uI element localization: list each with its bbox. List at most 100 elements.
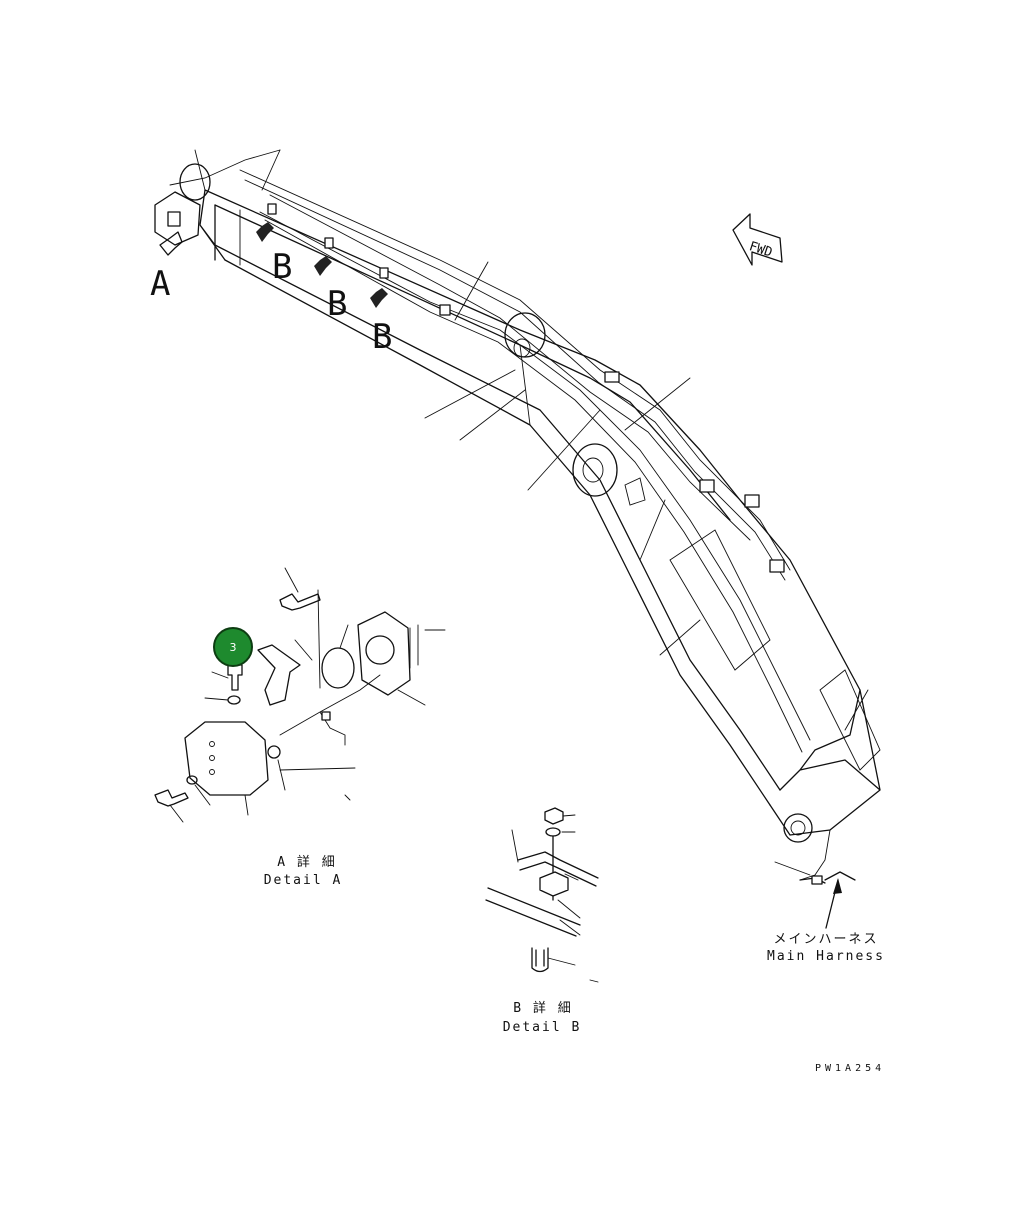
leader-line <box>397 689 426 706</box>
lamp-housing-lens <box>365 635 395 665</box>
view-label-a: A <box>150 264 170 304</box>
cover-hole <box>209 755 215 761</box>
decals <box>624 477 881 771</box>
boom-head-face <box>199 189 226 261</box>
decal-outline <box>819 669 881 771</box>
pipe-lower-2 <box>264 219 803 753</box>
clamp-pipe-lower <box>485 887 581 937</box>
callout-badge[interactable]: 3 <box>213 627 253 667</box>
boom-foot-pin <box>783 813 813 843</box>
leader-line <box>277 759 286 791</box>
arm-cylinder-boss-inner <box>513 338 531 358</box>
leader-line <box>659 619 701 656</box>
hydraulic-lines <box>169 149 831 881</box>
bolt-icon <box>227 664 243 691</box>
leader-line <box>169 804 184 823</box>
forward-direction-indicator: FWD <box>732 213 783 266</box>
lamp-mount-post <box>409 624 446 669</box>
main-harness-callout: メインハーネス Main Harness <box>767 871 885 964</box>
washer-icon <box>227 695 241 705</box>
harness-label-en: Main Harness <box>767 949 885 964</box>
leader-line <box>527 409 601 491</box>
pipe-clamp <box>604 371 620 383</box>
nut-icon <box>267 745 281 759</box>
harness-arrow-head-icon <box>833 878 842 894</box>
boom-foot-pin-bore <box>790 820 806 836</box>
view-arrow-b3 <box>370 288 388 308</box>
bolt-icon <box>154 789 189 807</box>
leader-line <box>317 589 321 689</box>
leader-line <box>344 794 351 801</box>
detail-b-title-en: Detail B <box>503 1020 582 1035</box>
decal-outline <box>669 529 771 671</box>
leader-line <box>284 567 299 593</box>
washer-icon <box>545 827 561 837</box>
lamp-socket <box>321 647 355 689</box>
wire-connector <box>321 711 331 721</box>
view-arrow-b2 <box>314 256 332 276</box>
clamp-block <box>539 871 569 897</box>
callout-number[interactable]: 3 <box>230 641 237 654</box>
leader-line <box>624 377 691 431</box>
view-indicators: A B B B <box>150 222 392 357</box>
u-bolt-icon <box>531 947 549 973</box>
leader-line <box>547 957 576 966</box>
leader-line <box>261 149 281 191</box>
fwd-label: FWD <box>747 239 774 261</box>
boom-assembly <box>154 163 881 843</box>
leader-line <box>774 861 811 876</box>
harness-label-jp: メインハーネス <box>773 932 878 947</box>
harness-plug <box>811 875 823 885</box>
leader-line <box>557 899 581 919</box>
boom-bottom-edge <box>214 244 781 791</box>
leader-line <box>424 369 516 419</box>
pipe-clamp <box>379 267 389 279</box>
lamp-housing <box>357 611 411 696</box>
view-label-b: B <box>327 284 347 324</box>
boom-cylinder-boss <box>572 443 618 497</box>
detail-a-view: 3 A 詳 細 Detail A <box>154 567 446 888</box>
leader-line <box>339 624 349 649</box>
drawing-code: PW1A254 <box>815 1063 885 1074</box>
view-arrow-a <box>159 231 183 256</box>
leader-line <box>562 814 576 817</box>
callout-badge-circle[interactable] <box>213 627 253 667</box>
pipe-upper-1 <box>239 169 791 571</box>
view-arrow-b3-icon <box>370 288 388 308</box>
boom-bottom-inner-edge <box>224 259 771 806</box>
leader-line <box>559 919 581 936</box>
boom-head-boss <box>179 163 211 201</box>
lamp-cover <box>184 721 269 796</box>
view-arrow-b2-icon <box>314 256 332 276</box>
view-arrow-a-icon <box>159 231 183 256</box>
leader-line <box>844 689 869 731</box>
cover-hole <box>209 741 215 747</box>
pipe-clamp <box>699 479 715 493</box>
detail-a-title-jp: A 詳 細 <box>277 854 336 870</box>
lamp-wire <box>169 149 281 186</box>
pipe-clamp <box>439 304 451 316</box>
harness-tail <box>799 829 831 881</box>
leader-line <box>194 784 211 806</box>
lamp-bracket <box>257 644 301 706</box>
view-label-b: B <box>272 247 292 287</box>
fwd-arrow-icon <box>732 213 783 266</box>
work-lamp-body <box>154 191 201 246</box>
pipe-clamp <box>744 494 760 508</box>
detail-b-view: B 詳 細 Detail B <box>485 807 599 1035</box>
detail-b-title-jp: B 詳 細 <box>513 1000 572 1016</box>
boom-top-edge <box>204 189 861 691</box>
view-label-b: B <box>372 317 392 357</box>
pipe-upper-3 <box>269 194 751 541</box>
leader-line <box>454 261 489 321</box>
leader-line <box>204 697 229 701</box>
view-arrow-b1 <box>256 222 274 242</box>
leader-lines <box>194 149 869 876</box>
pipe-lower-1 <box>259 211 811 741</box>
boom-cylinder-boss-inner <box>582 457 604 483</box>
leader-line <box>511 829 519 863</box>
plate-outline <box>624 477 646 506</box>
pipe-clamp <box>324 237 334 249</box>
cover-hole <box>209 769 215 775</box>
